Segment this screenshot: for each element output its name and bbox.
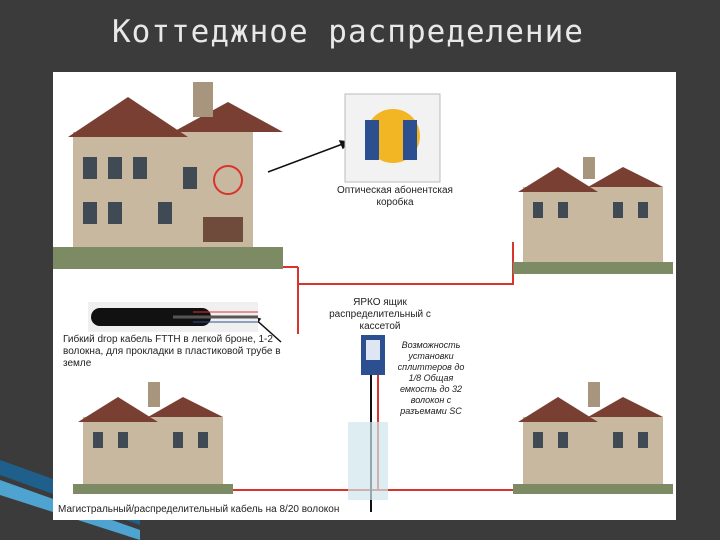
optical-box-label: Оптическая абонентская коробка [337, 185, 453, 208]
house-right-top [513, 157, 673, 274]
yarko-note-label: Возможность установки сплиттеров до 1/8 … [397, 340, 465, 416]
main-house-illustration [53, 82, 283, 269]
diagram-canvas: Оптическая абонентская коробка Гибкий dr… [53, 72, 676, 520]
yarko-title-label: ЯРКО ящик распределительный с кассетой [329, 297, 431, 332]
diagram-drawing [53, 82, 673, 512]
yarko-distribution-box [348, 335, 388, 500]
house-bottom-left [73, 382, 233, 494]
house-bottom-right [513, 382, 673, 494]
slide-title: Коттеджное распределение [112, 14, 584, 50]
drop-cable-label: Гибкий drop кабель FTTH в легкой броне, … [63, 334, 281, 369]
optical-box-location-marker [213, 165, 243, 195]
fiber-to-right-top-house [297, 242, 514, 285]
trunk-cable-label: Магистральный/распределительный кабель н… [58, 504, 370, 516]
optical-box-photo [344, 93, 441, 183]
drop-cable-photo [88, 302, 258, 332]
